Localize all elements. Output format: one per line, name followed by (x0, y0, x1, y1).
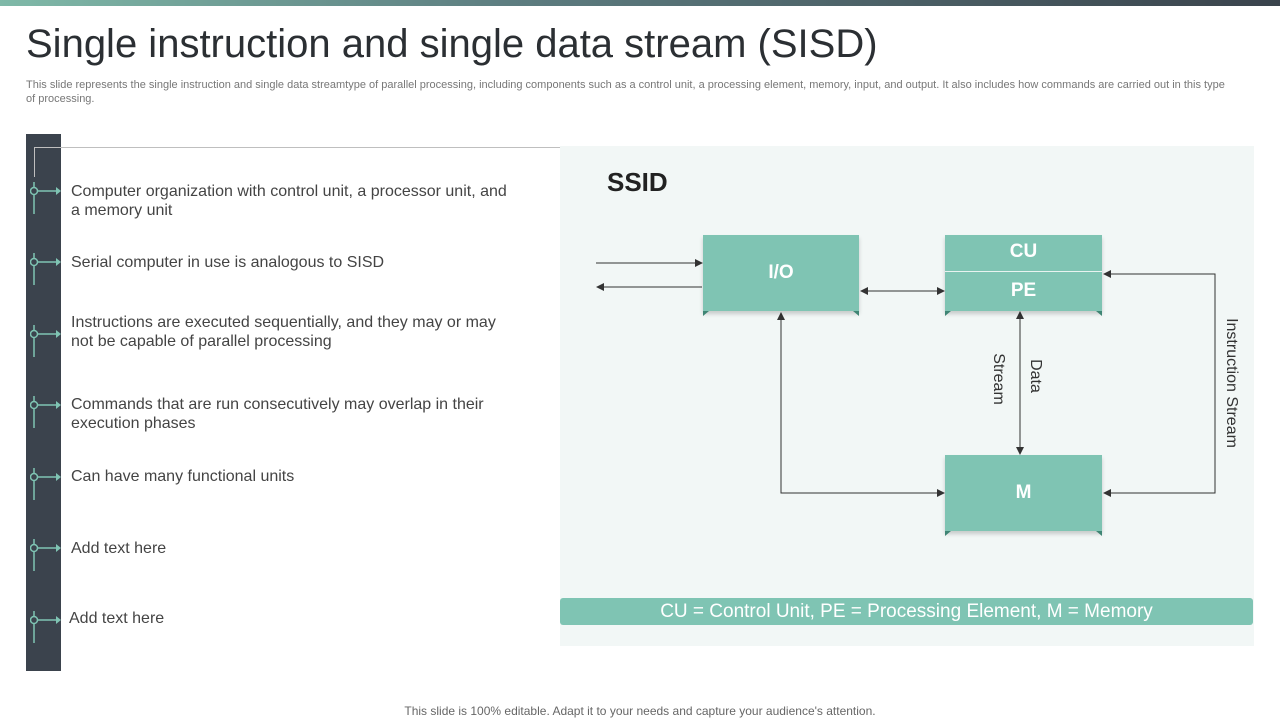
diagram-panel (560, 146, 1254, 646)
io-box: I/O (703, 235, 859, 316)
box-corner (945, 531, 951, 536)
bullet-item: Serial computer in use is analogous to S… (30, 253, 530, 293)
bullet-item: Add text here (30, 610, 530, 651)
instruction-stream-arrow (1103, 274, 1216, 497)
box-corner (703, 311, 709, 316)
bullet-text: Can have many functional units (71, 468, 295, 485)
bullet-text: Commands that are run consecutively may … (71, 396, 484, 432)
diagram-heading: SSID (607, 167, 668, 197)
bullet-text: Add text here (71, 540, 167, 557)
bullet-arrow-icon (30, 182, 61, 214)
bullet-arrow-icon (30, 325, 61, 357)
legend-bar: CU = Control Unit, PE = Processing Eleme… (560, 598, 1253, 625)
bullet-item: Computer organization with control unit,… (30, 182, 530, 222)
box-corner (945, 311, 951, 316)
page-subtitle: This slide represents the single instruc… (26, 79, 1225, 105)
m-box: M (945, 455, 1102, 536)
bullet-connector-line (34, 147, 35, 177)
cu-pe-divider (945, 271, 1102, 272)
top-accent-bar (0, 0, 1280, 6)
bullet-text: Instructions are executed sequentially, … (71, 314, 496, 350)
bullet-arrow-icon (30, 611, 61, 643)
bullet-text: Add text here (69, 610, 165, 627)
data-stream-label-stream: Stream (989, 353, 1007, 405)
box-corner (1096, 311, 1102, 316)
bullet-text: Serial computer in use is analogous to S… (71, 254, 385, 271)
cu-pe-box (945, 235, 1102, 316)
m-label: M (1015, 482, 1032, 503)
header-divider-line (34, 147, 562, 148)
bullet-arrow-icon (30, 468, 61, 500)
bullet-item: Add text here (30, 539, 530, 579)
bullet-arrow-icon (30, 396, 61, 428)
bullet-arrow-icon (30, 253, 61, 285)
instruction-stream-label: Instruction Stream (1222, 318, 1240, 448)
page-title: Single instruction and single data strea… (26, 22, 878, 66)
footer-note: This slide is 100% editable. Adapt it to… (404, 704, 876, 718)
bullet-arrow-icon (30, 539, 61, 571)
bullet-item: Instructions are executed sequentially, … (30, 314, 530, 365)
cu-label: CU (1009, 241, 1038, 262)
box-corner (1096, 531, 1102, 536)
bullet-item: Can have many functional units (30, 468, 530, 508)
data-stream-label-data: Data (1026, 359, 1044, 393)
legend-text: CU = Control Unit, PE = Processing Eleme… (660, 600, 1153, 622)
box-corner (853, 311, 859, 316)
pe-label: PE (1010, 280, 1037, 301)
io-m-arrow (780, 314, 945, 497)
bullet-item: Commands that are run consecutively may … (30, 396, 530, 436)
io-label: I/O (768, 262, 794, 283)
bullet-text: Computer organization with control unit,… (71, 183, 507, 219)
